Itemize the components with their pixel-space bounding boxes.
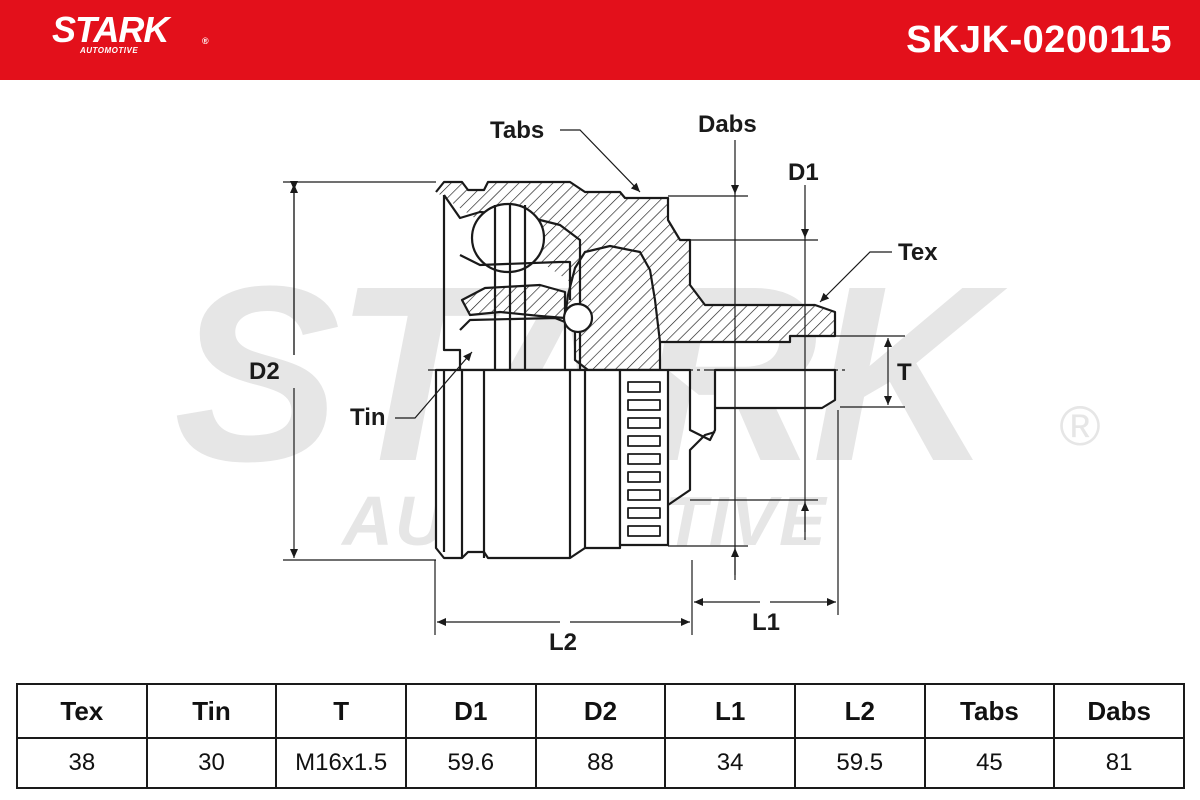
watermark-registered-mark: ® <box>1059 394 1100 457</box>
inner-bore <box>459 254 572 370</box>
label-tabs: Tabs <box>490 117 544 144</box>
tabs-leader <box>560 129 641 193</box>
label-d2: D2 <box>249 358 280 385</box>
label-l2: L2 <box>549 629 577 656</box>
tin-leader <box>395 351 473 419</box>
spec-value-tabs: 45 <box>923 737 1056 789</box>
spec-value-tin: 30 <box>145 737 278 789</box>
logo-registered-mark: ® <box>202 36 209 46</box>
spec-value-t: M16x1.5 <box>275 737 407 789</box>
ball-right <box>562 302 594 334</box>
spec-header-d2: D2 <box>534 683 667 739</box>
spec-value-tex: 38 <box>16 737 148 789</box>
label-t: T <box>897 359 912 386</box>
label-d1: D1 <box>788 159 819 186</box>
spec-table: Tex Tin T D1 D2 L1 L2 Tabs Dabs 38 30 M1… <box>16 683 1185 789</box>
dimension-lines <box>283 129 905 635</box>
abs-ring-teeth <box>627 381 661 537</box>
inner-race <box>442 194 582 372</box>
tex-leader <box>819 251 892 303</box>
lower-shoulder <box>667 430 716 506</box>
spec-header-l2: L2 <box>793 683 926 739</box>
lower-stub <box>668 368 837 442</box>
spec-header-t: T <box>275 683 407 739</box>
spec-value-dabs: 81 <box>1053 737 1185 789</box>
part-number: SKJK-0200115 <box>906 19 1172 61</box>
label-tin: Tin <box>350 404 386 431</box>
lower-outer-body <box>434 368 622 560</box>
spec-value-l2: 59.5 <box>793 737 926 789</box>
ball-upper <box>470 202 546 274</box>
stark-logo: STARK ® AUTOMOTIVE <box>52 9 209 56</box>
logo-subtext: AUTOMOTIVE <box>80 46 139 55</box>
logo-text: STARK <box>52 9 169 50</box>
spec-header-tex: Tex <box>16 683 148 739</box>
spec-header-d1: D1 <box>404 683 537 739</box>
label-l1: L1 <box>752 609 780 636</box>
spec-value-d1: 59.6 <box>404 737 537 789</box>
cv-joint-drawing: STARK AUTOMOTIVE ® <box>174 111 1101 656</box>
spec-header-dabs: Dabs <box>1053 683 1185 739</box>
spec-value-l1: 34 <box>664 737 796 789</box>
spec-value-d2: 88 <box>534 737 667 789</box>
label-tex: Tex <box>898 239 938 266</box>
header-bar: STARK ® AUTOMOTIVE SKJK-0200115 <box>0 0 1200 80</box>
spec-table-value-row: 38 30 M16x1.5 59.6 88 34 59.5 45 81 <box>16 737 1185 789</box>
spec-header-tin: Tin <box>145 683 278 739</box>
dimension-labels: Tabs Dabs D1 Tex D2 T Tin L1 L2 <box>249 111 938 656</box>
label-dabs: Dabs <box>698 111 757 138</box>
spec-header-tabs: Tabs <box>923 683 1056 739</box>
spec-table-header-row: Tex Tin T D1 D2 L1 L2 Tabs Dabs <box>16 683 1185 739</box>
spec-header-l1: L1 <box>664 683 796 739</box>
